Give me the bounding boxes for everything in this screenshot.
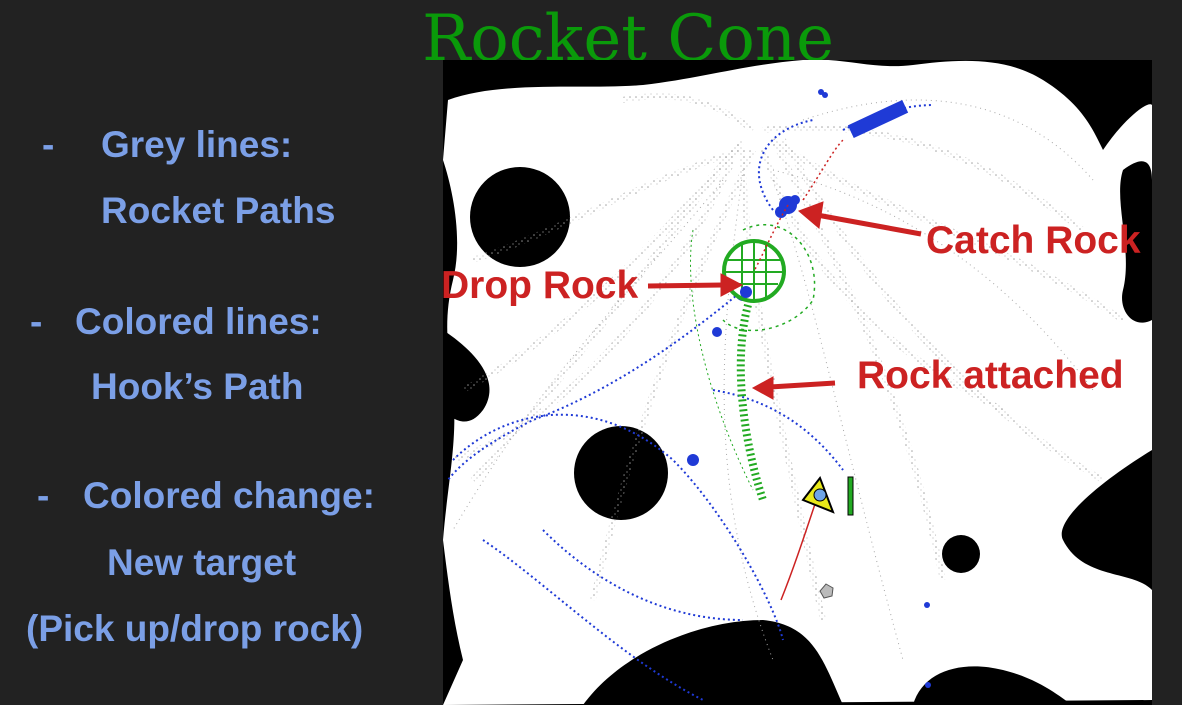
drop-target-marker	[722, 239, 786, 303]
hook-path-green	[690, 224, 816, 502]
hook-path-red	[753, 139, 844, 601]
obstacle-edge	[1120, 161, 1152, 323]
bullet-3-dash: -	[37, 475, 50, 516]
rocket-icon	[801, 475, 854, 516]
annotation-arrows	[647, 201, 922, 400]
hook-path-blue-cluster	[687, 89, 931, 688]
bullet-3-note: (Pick up/drop rock)	[26, 608, 364, 649]
rock-attached-label: Rock attached	[857, 354, 1124, 397]
catch-rock-label: Catch Rock	[926, 219, 1141, 262]
bullet-1-dash: -	[42, 124, 55, 165]
bullet-2-dash: -	[30, 301, 43, 342]
obstacle-edge	[583, 620, 843, 705]
drop-rock-label: Drop Rock	[441, 264, 639, 307]
obstacle-edge	[1061, 450, 1152, 590]
obstacle-circle	[470, 167, 570, 267]
rocket-paths	[451, 93, 1125, 621]
simulation-figure	[443, 60, 1152, 705]
bullet-3-heading: Colored change:	[83, 475, 375, 516]
bullet-1-heading: Grey lines:	[101, 124, 293, 165]
bullet-2-detail: Hook’s Path	[91, 366, 304, 407]
bullet-3-detail: New target	[107, 542, 297, 583]
bullet-1-detail: Rocket Paths	[101, 190, 336, 231]
obstacle-edge	[443, 330, 490, 422]
rocket-paths-fine	[452, 99, 1094, 661]
bullet-2-heading: Colored lines:	[75, 301, 322, 342]
obstacle-circle	[574, 426, 668, 520]
obstacle-edge	[913, 666, 1073, 705]
rock-icon	[819, 583, 834, 599]
obstacle-circle	[942, 535, 980, 573]
